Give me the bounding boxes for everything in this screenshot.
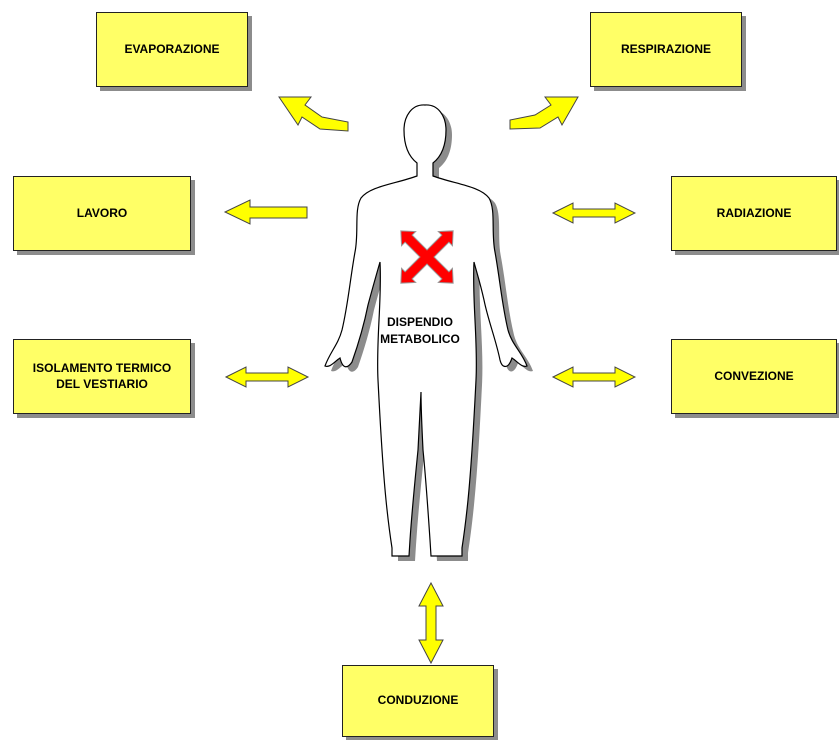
convezione-box: CONVEZIONE — [671, 339, 837, 414]
isolamento-box: ISOLAMENTO TERMICO DEL VESTIARIO — [13, 339, 191, 414]
red-four-way-arrow-icon — [400, 230, 454, 284]
dispendio-metabolico-label: DISPENDIO METABOLICO — [380, 315, 460, 346]
lavoro-box: LAVORO — [13, 176, 191, 251]
conduzione-box: CONDUZIONE — [342, 665, 494, 737]
radiazione-arrow — [551, 202, 637, 224]
conduzione-arrow — [418, 581, 444, 665]
evaporazione-box: EVAPORAZIONE — [96, 12, 248, 87]
respirazione-arrow — [509, 96, 579, 130]
convezione-arrow — [551, 366, 637, 388]
evaporazione-arrow — [278, 96, 349, 132]
isolamento-arrow — [224, 366, 310, 388]
radiazione-box: RADIAZIONE — [671, 176, 837, 251]
respirazione-box: RESPIRAZIONE — [590, 12, 742, 87]
lavoro-arrow — [223, 199, 308, 225]
